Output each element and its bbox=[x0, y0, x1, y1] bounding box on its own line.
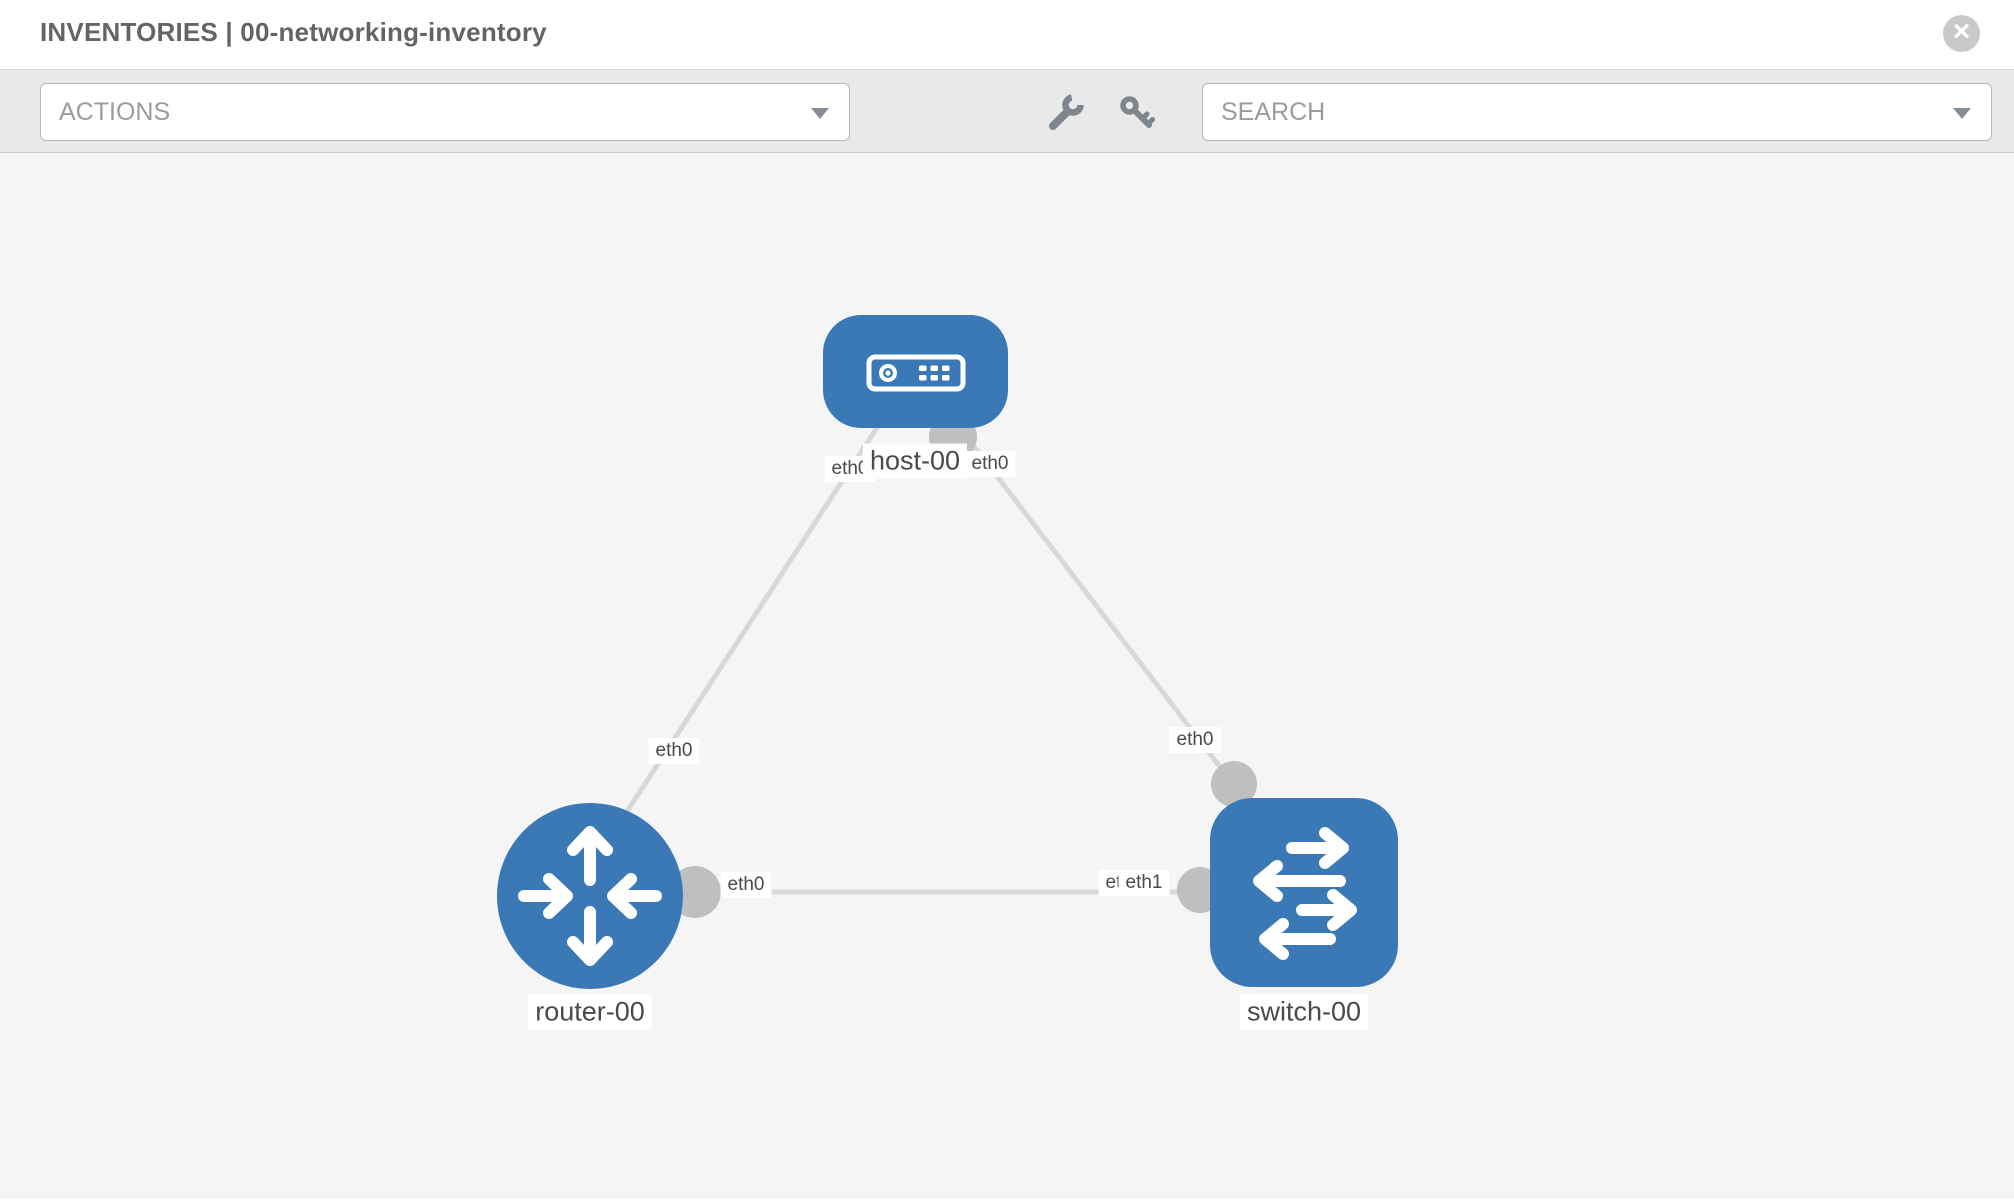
page-title: INVENTORIES | 00-networking-inventory bbox=[40, 17, 547, 47]
actions-dropdown[interactable]: ACTIONS bbox=[40, 83, 850, 141]
connector-switch-top bbox=[1211, 761, 1257, 807]
search-dropdown-label: SEARCH bbox=[1221, 98, 1326, 126]
node-switch[interactable] bbox=[1210, 798, 1398, 987]
topology-graph bbox=[497, 315, 1398, 989]
chevron-down-icon bbox=[811, 108, 829, 119]
chevron-down-icon bbox=[1953, 108, 1971, 119]
if-label-switch-eth1-left: eth1 bbox=[1118, 870, 1170, 896]
if-label-router-eth0-top: eth0 bbox=[648, 738, 700, 764]
actions-dropdown-label: ACTIONS bbox=[59, 98, 171, 126]
interface-connectors bbox=[669, 413, 1257, 918]
search-dropdown[interactable]: SEARCH bbox=[1202, 83, 1992, 141]
key-icon[interactable] bbox=[1118, 93, 1156, 131]
node-router[interactable] bbox=[497, 803, 683, 989]
node-label-router: router-00 bbox=[528, 994, 652, 1030]
close-icon[interactable]: × bbox=[1943, 15, 1980, 52]
wrench-icon[interactable] bbox=[1048, 93, 1086, 131]
edge-host-router bbox=[597, 421, 883, 855]
if-label-router-eth0-right: eth0 bbox=[720, 872, 772, 898]
host-icon bbox=[866, 354, 966, 392]
topology-canvas[interactable]: host-00 router-00 switch-00 eth0 eth0 et… bbox=[0, 153, 2014, 1199]
switch-icon bbox=[1253, 827, 1357, 960]
router-icon bbox=[518, 826, 662, 966]
node-host[interactable] bbox=[823, 315, 1008, 428]
node-label-host: host-00 bbox=[862, 443, 968, 479]
toolbar: ACTIONS SEARCH bbox=[0, 70, 2014, 153]
if-label-host-eth0-right: eth0 bbox=[964, 451, 1016, 477]
edges bbox=[597, 413, 1260, 895]
node-label-switch: switch-00 bbox=[1239, 994, 1369, 1030]
header: INVENTORIES | 00-networking-inventory × bbox=[0, 0, 2014, 70]
if-label-switch-eth0-top: eth0 bbox=[1169, 727, 1221, 753]
